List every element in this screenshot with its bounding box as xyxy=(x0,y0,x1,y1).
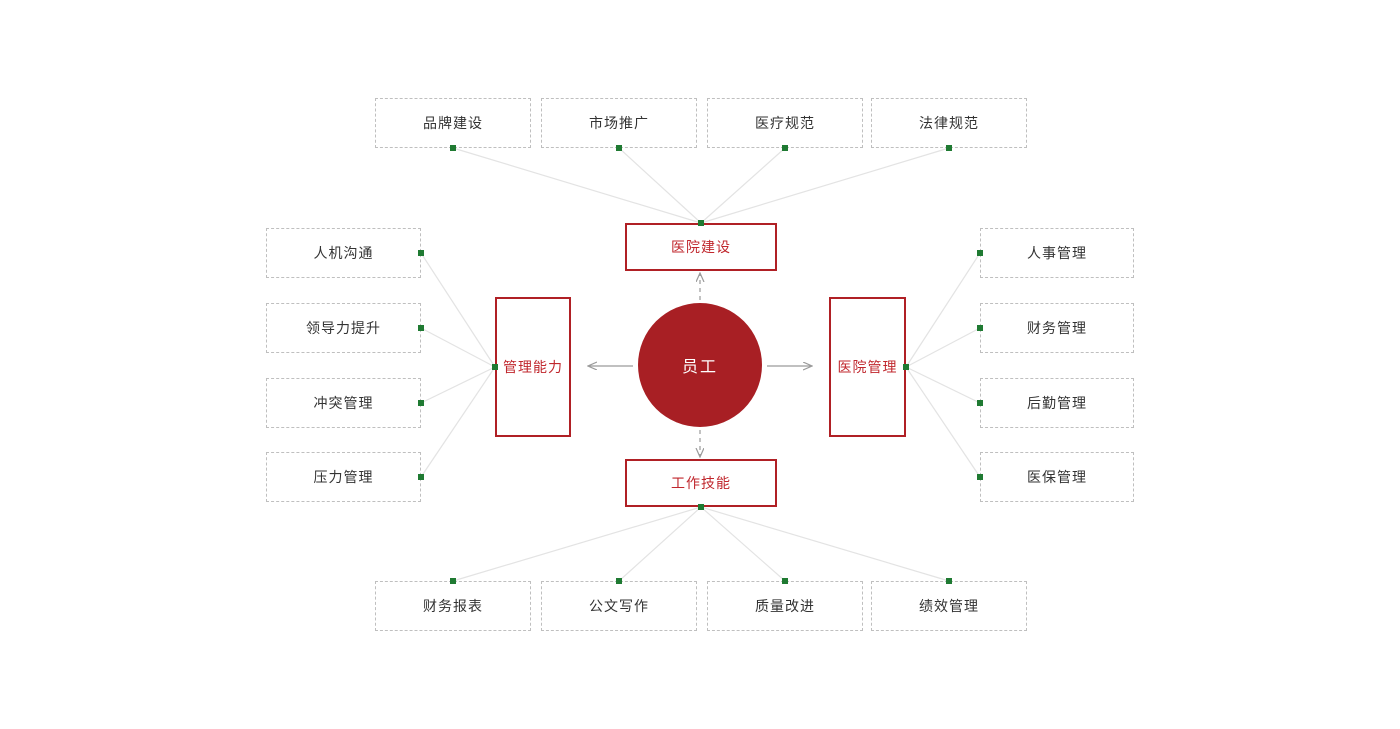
branch-node-label: 工作技能 xyxy=(671,475,731,491)
leaf-node-label: 法律规范 xyxy=(919,115,979,131)
leaf-node-finance-management[interactable]: 财务管理 xyxy=(980,303,1134,353)
connector-dot-leadership-growth xyxy=(418,325,424,331)
branch-node-label: 医院建设 xyxy=(671,239,731,255)
leaf-node-hr-management[interactable]: 人事管理 xyxy=(980,228,1134,278)
connector-dot-hr-management xyxy=(977,250,983,256)
leaf-node-human-machine-comm[interactable]: 人机沟通 xyxy=(266,228,421,278)
edge-brand-building-to-hospital-construction xyxy=(452,147,702,224)
leaf-node-label: 压力管理 xyxy=(313,469,374,485)
edge-market-promotion-to-hospital-construction xyxy=(618,147,702,224)
connector-dot-market-promotion xyxy=(616,145,622,151)
leaf-node-label: 财务报表 xyxy=(423,598,483,614)
leaf-node-logistics-management[interactable]: 后勤管理 xyxy=(980,378,1134,428)
edge-stress-management-to-management-ability xyxy=(420,366,496,478)
leaf-node-label: 市场推广 xyxy=(589,115,649,131)
center-node-label: 员工 xyxy=(681,359,718,376)
leaf-node-label: 冲突管理 xyxy=(313,395,374,411)
leaf-node-leadership-growth[interactable]: 领导力提升 xyxy=(266,303,421,353)
connector-dot-logistics-management xyxy=(977,400,983,406)
leaf-node-label: 绩效管理 xyxy=(919,598,979,614)
leaf-node-medical-standards[interactable]: 医疗规范 xyxy=(707,98,863,148)
branch-node-management-ability[interactable]: 管理能力 xyxy=(495,297,571,437)
center-node-employee[interactable]: 员工 xyxy=(638,303,762,427)
edge-human-machine-comm-to-management-ability xyxy=(420,252,496,368)
leaf-node-label: 人机沟通 xyxy=(313,245,374,261)
leaf-node-brand-building[interactable]: 品牌建设 xyxy=(375,98,531,148)
connector-dot-medical-standards xyxy=(782,145,788,151)
connector-dot-hospital-construction xyxy=(698,220,704,226)
connector-dot-performance-mgmt xyxy=(946,578,952,584)
leaf-node-market-promotion[interactable]: 市场推广 xyxy=(541,98,697,148)
leaf-node-stress-management[interactable]: 压力管理 xyxy=(266,452,421,502)
edge-insurance-management-to-hospital-management xyxy=(905,366,981,478)
connector-dot-conflict-management xyxy=(418,400,424,406)
leaf-node-performance-mgmt[interactable]: 绩效管理 xyxy=(871,581,1027,631)
edge-conflict-management-to-management-ability xyxy=(420,366,496,404)
connector-dot-human-machine-comm xyxy=(418,250,424,256)
edge-performance-mgmt-to-work-skills xyxy=(700,506,950,582)
edge-legal-standards-to-hospital-construction xyxy=(700,147,950,224)
leaf-node-quality-improvement[interactable]: 质量改进 xyxy=(707,581,863,631)
leaf-node-official-writing[interactable]: 公文写作 xyxy=(541,581,697,631)
leaf-node-label: 人事管理 xyxy=(1027,245,1087,261)
leaf-node-insurance-management[interactable]: 医保管理 xyxy=(980,452,1134,502)
leaf-node-legal-standards[interactable]: 法律规范 xyxy=(871,98,1027,148)
leaf-node-label: 质量改进 xyxy=(755,598,815,614)
connector-dot-finance-management xyxy=(977,325,983,331)
branch-node-hospital-management[interactable]: 医院管理 xyxy=(829,297,906,437)
leaf-node-conflict-management[interactable]: 冲突管理 xyxy=(266,378,421,428)
edge-official-writing-to-work-skills xyxy=(618,506,702,582)
connector-dot-official-writing xyxy=(616,578,622,584)
branch-node-label: 管理能力 xyxy=(503,359,563,375)
connector-dot-financial-reports xyxy=(450,578,456,584)
connector-dot-hospital-management xyxy=(903,364,909,370)
leaf-node-label: 医疗规范 xyxy=(755,115,815,131)
edge-medical-standards-to-hospital-construction xyxy=(700,147,786,224)
edge-hr-management-to-hospital-management xyxy=(905,252,981,368)
edge-logistics-management-to-hospital-management xyxy=(905,366,981,404)
branch-node-hospital-construction[interactable]: 医院建设 xyxy=(625,223,777,271)
connector-dot-brand-building xyxy=(450,145,456,151)
leaf-node-label: 财务管理 xyxy=(1027,320,1087,336)
leaf-node-label: 领导力提升 xyxy=(306,320,381,336)
leaf-node-label: 医保管理 xyxy=(1027,469,1087,485)
branch-node-work-skills[interactable]: 工作技能 xyxy=(625,459,777,507)
connector-dot-work-skills xyxy=(698,504,704,510)
connector-dot-insurance-management xyxy=(977,474,983,480)
edge-financial-reports-to-work-skills xyxy=(452,506,702,582)
branch-node-label: 医院管理 xyxy=(837,359,898,375)
edge-leadership-growth-to-management-ability xyxy=(420,327,496,368)
connector-dot-legal-standards xyxy=(946,145,952,151)
edge-quality-improvement-to-work-skills xyxy=(700,506,786,582)
connector-dot-management-ability xyxy=(492,364,498,370)
leaf-node-label: 品牌建设 xyxy=(423,115,483,131)
leaf-node-financial-reports[interactable]: 财务报表 xyxy=(375,581,531,631)
leaf-node-label: 公文写作 xyxy=(589,598,649,614)
edge-finance-management-to-hospital-management xyxy=(905,327,981,368)
leaf-node-label: 后勤管理 xyxy=(1027,395,1087,411)
connector-dot-stress-management xyxy=(418,474,424,480)
connector-dot-quality-improvement xyxy=(782,578,788,584)
